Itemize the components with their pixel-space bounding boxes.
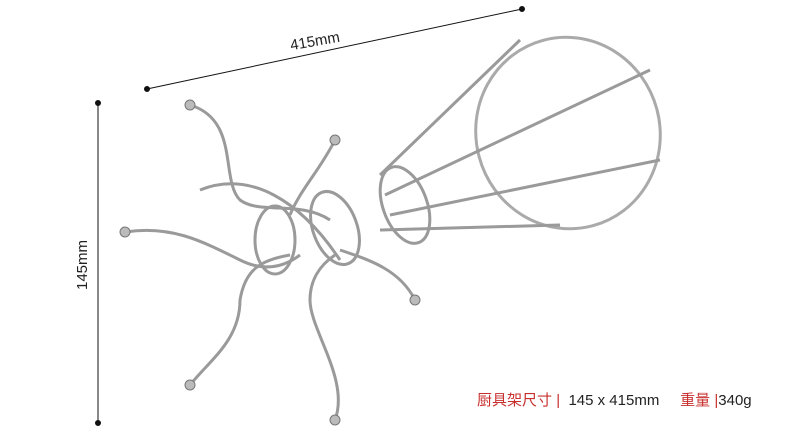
size-label: 厨具架尺寸	[477, 392, 553, 409]
height-dimension-label: 145mm	[74, 239, 91, 290]
width-dimension-line	[146, 8, 523, 90]
wire-rack	[124, 35, 662, 421]
separator: |	[714, 392, 719, 409]
weight-label: 重量	[680, 392, 711, 409]
weight-value: 340g	[718, 392, 752, 409]
size-value: 145 x 415mm	[568, 392, 660, 409]
separator: |	[556, 392, 561, 409]
dimension-lines	[95, 6, 525, 426]
wire-ball-tips	[119, 99, 421, 426]
spec-caption: 厨具架尺寸 | 145 x 415mm 重量 |340g	[477, 389, 752, 410]
